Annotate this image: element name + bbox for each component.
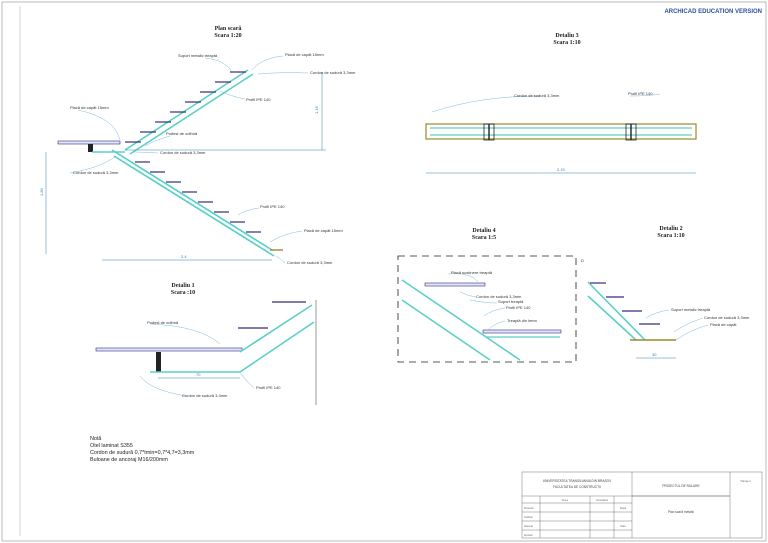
plan-dim-bottom: 2.4 — [181, 254, 187, 259]
detail4-title: Detaliu 4 — [472, 228, 495, 234]
detail1-label-ipe: Profil IPE 140 — [256, 385, 281, 390]
detail1-label-cordon: Cordon de sudură 3,3mm — [182, 393, 228, 398]
notes-line3: Buloane de ancoraj M16/200mm — [90, 457, 168, 463]
detail2-view: Detaliu 2 Scara 1:10 Suport metalic trea… — [587, 226, 750, 359]
detail4-tread-top — [424, 282, 486, 287]
detail1-scale: Scara :10 — [171, 290, 195, 296]
detail2-label-suport: Suport metalic treaptă — [671, 307, 711, 312]
lower-stringer — [111, 149, 283, 257]
plan-dim-left: 1.80 — [39, 187, 44, 196]
tb-col-name: Nume — [562, 499, 569, 502]
upper-stringer — [124, 69, 254, 155]
tb-role-2: Desenat — [524, 525, 533, 528]
detail4-label-suport: Suport treaptă — [498, 299, 524, 304]
notes: Notă Otel laminat S355 Cordon de sudură … — [90, 436, 195, 463]
detail1-title: Detaliu 1 — [171, 283, 194, 289]
tb-role-1: Verificat — [524, 516, 533, 519]
detail1-ipe — [156, 352, 161, 372]
plan-label-placa-top: Placă de capăt 15mm — [285, 52, 324, 57]
detail1-landing — [95, 347, 243, 352]
title-block — [521, 471, 763, 539]
plan-label-suport: Suport metalic treaptă — [178, 53, 218, 58]
notes-line2: Cordon de sudură 0,7*tmin=0,7*4,7=3,3mm — [90, 450, 195, 456]
plan-label-podest: Podest de odihnă — [166, 131, 198, 136]
plan-label-ipe-top: Profil IPE 140 — [246, 97, 271, 102]
plan-dim-top: 1.16 — [314, 105, 319, 114]
plan-title: Plan scară — [215, 26, 242, 32]
detail3-dim: 2.15 — [557, 167, 566, 172]
detail4-label-treapta: Treaptă din lemn — [507, 318, 537, 323]
detail2-label-placa: Placă de capăt — [710, 322, 737, 327]
detail4-label-cordon: Cordon de sudură 3,3mm — [476, 294, 522, 299]
detail1-label-podest: Podest de odihnă — [147, 320, 179, 325]
notes-line1: Otel laminat S355 — [90, 443, 133, 449]
detail1-dim: 70 — [196, 372, 201, 377]
plan-label-cordon-bot: Cordon de sudură 3,3mm — [287, 260, 333, 265]
detail3-view: Detaliu 3 Scara 1:10 Cordon de sudură 3,… — [425, 33, 697, 174]
detail4-scale: Scara 1:5 — [472, 235, 496, 241]
detail3-label-ipe: Profil IPE 140 — [628, 91, 653, 96]
detail2-title: Detaliu 2 — [659, 226, 682, 232]
detail4-view: Detaliu 4 Scara 1:5 D Placă susținere tr… — [397, 228, 584, 363]
tb-university: UNIVERSITATEA TRANSILVANIA DIN BRAȘOV — [543, 479, 612, 483]
plan-dimensions — [45, 72, 326, 261]
detail3-title: Detaliu 3 — [555, 33, 578, 39]
plan-leaders — [69, 55, 309, 264]
tb-col-sign: Semnătura — [596, 499, 608, 502]
watermark: ARCHICAD EDUCATION VERSION — [664, 9, 762, 15]
upper-treads — [125, 71, 246, 143]
plan-view: Plan scară Scara 1:20 — [39, 26, 356, 265]
tb-side-b: Data — [620, 525, 626, 528]
plan-label-cordon-left: Cordon de sudură 3,3mm — [73, 170, 119, 175]
tb-role-3: Aprobat — [524, 534, 533, 537]
tb-plansa: Planșa nr. — [741, 480, 752, 483]
detail4-tread-bottom — [482, 329, 562, 334]
detail4-frame — [397, 255, 577, 363]
tb-project: PROIECTUL DE RULARE — [662, 484, 699, 488]
plan-label-cordon-top: Cordon de sudură 3,3mm — [310, 70, 356, 75]
plan-label-placa-bot: Placă de capăt 15mm — [304, 228, 343, 233]
lower-treads — [135, 161, 261, 233]
detail2-dim: 30 — [652, 352, 657, 357]
notes-heading: Notă — [90, 436, 101, 442]
detail3-frame — [425, 123, 697, 140]
detail2-scale: Scara 1:10 — [657, 233, 684, 239]
detail4-label-ipe: Profil IPE 140 — [506, 305, 531, 310]
plan-label-cordon-mid: Cordon de sudură 3,3mm — [160, 150, 206, 155]
tb-drawing: Plan scară metalic — [668, 510, 694, 514]
tb-role-0: Proiectat — [524, 507, 534, 510]
detail3-label-cordon: Cordon de sudură 3,3mm — [514, 93, 560, 98]
detail1-view: Detaliu 1 Scara :10 Podest de odihnă Pro… — [95, 283, 317, 405]
landing — [57, 140, 125, 153]
plan-label-ipe-low: Profil IPE 140 — [260, 204, 285, 209]
detail4-label-placa: Placă susținere treaptă — [451, 270, 493, 275]
tb-faculty: FACULTATEA DE CONSTRUCȚII — [553, 485, 601, 489]
detail3-scale: Scara 1:10 — [553, 40, 580, 46]
detail2-label-cordon: Cordon de sudură 3,3mm — [704, 315, 750, 320]
plan-scale: Scara 1:20 — [214, 33, 241, 39]
detail4-marker: D — [581, 258, 584, 263]
tb-side-a: Scara — [620, 507, 627, 510]
plan-label-placa-left: Placă de capăt 15mm — [70, 105, 109, 110]
